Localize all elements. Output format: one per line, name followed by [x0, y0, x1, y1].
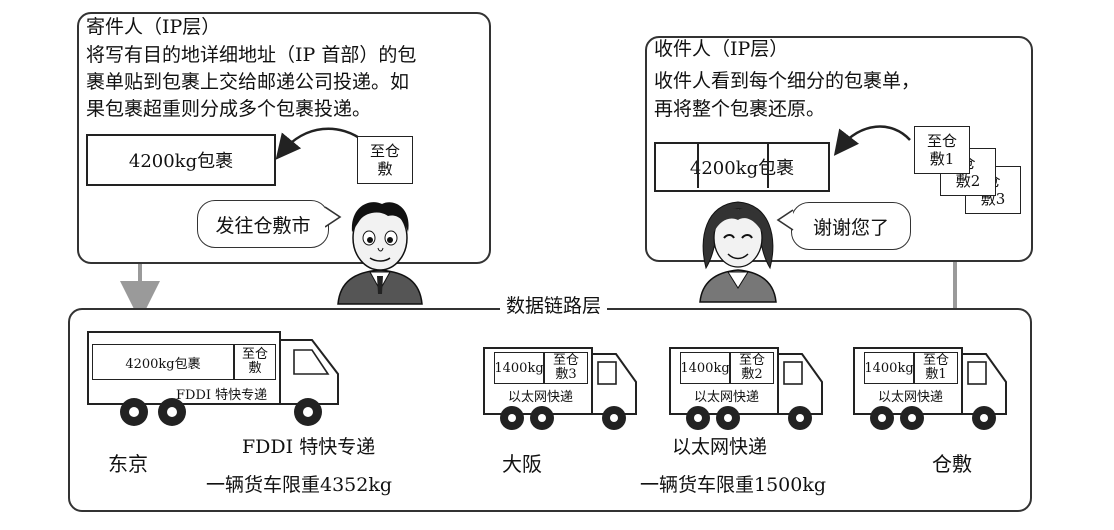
- receiver-desc-line: 再将整个包裹还原。: [654, 98, 826, 120]
- receiver-address-label-1: 至仓 敷1: [914, 126, 970, 174]
- note-line: 至仓: [926, 132, 957, 150]
- note-line: 至仓: [738, 353, 765, 369]
- truck-address-label: 至仓 敷3: [544, 352, 588, 384]
- sender-bubble-tail: [325, 206, 342, 228]
- note-line: 至仓: [922, 353, 949, 369]
- note-line: 至仓: [552, 353, 579, 369]
- receiver-speech-bubble: 谢谢您了: [791, 202, 911, 250]
- truck-middle: 1400kg 至仓 敷2 以太网快递: [668, 346, 828, 430]
- receiver-desc-line: 收件人看到每个细分的包裹单，: [654, 70, 921, 92]
- truck-address-label: 至仓 敷2: [730, 352, 774, 384]
- truck-address-label: 至仓 敷1: [914, 352, 958, 384]
- sender-curved-arrow: [275, 127, 366, 160]
- truck-cargo: 1400kg: [680, 352, 730, 384]
- sender-person-icon: [337, 202, 423, 305]
- sender-speech-text: 发往仓敷市: [215, 214, 311, 237]
- receiver-person-icon: [699, 201, 777, 303]
- route1-name: FDDI 特快专递: [242, 436, 376, 458]
- receiver-title: 收件人（IP层）: [654, 38, 789, 60]
- receiver-speech-text: 谢谢您了: [812, 216, 889, 239]
- sender-desc-line: 果包裹超重则分成多个包裹投递。: [86, 98, 372, 120]
- note-line: 敷2: [955, 172, 981, 190]
- sender-package-label: 4200kg包裹: [128, 151, 234, 172]
- receiver-description: 收件人看到每个细分的包裹单， 再将整个包裹还原。: [654, 67, 920, 123]
- cargo-label: 1400kg: [864, 360, 914, 376]
- truck-company-label: FDDI 特快专递: [176, 388, 268, 403]
- receiver-package-dividers: [697, 142, 769, 188]
- receiver-package-box: 4200kg包裹: [654, 142, 830, 192]
- note-line: 至仓: [241, 346, 268, 362]
- truck-kurashiki: 1400kg 至仓 敷1 以太网快递: [852, 346, 1012, 430]
- cargo-label: 1400kg: [494, 360, 544, 376]
- truck-company-label: 以太网快递: [508, 390, 574, 405]
- cargo-label: 1400kg: [680, 360, 730, 376]
- note-line: 敷: [248, 361, 262, 376]
- truck-company-label: 以太网快递: [878, 390, 944, 405]
- sender-package-box: 4200kg包裹: [86, 134, 276, 186]
- receiver-curved-arrow: [833, 125, 911, 156]
- truck-osaka: 1400kg 至仓 敷3 以太网快递: [482, 346, 642, 430]
- truck-cargo: 1400kg: [494, 352, 544, 384]
- sender-address-label: 至仓 敷: [357, 136, 413, 184]
- route2-limit: 一辆货车限重1500kg: [640, 474, 827, 496]
- note-line: 敷: [377, 160, 393, 178]
- truck-company-label: 以太网快递: [694, 390, 760, 405]
- sender-desc-line: 将写有目的地详细地址（IP 首部）的包: [86, 44, 417, 66]
- sender-title: 寄件人（IP层）: [86, 16, 221, 38]
- city-kurashiki: 仓敷: [932, 452, 972, 476]
- sender-description: 将写有目的地详细地址（IP 首部）的包 裹单贴到包裹上交给邮递公司投递。如 果包…: [86, 42, 416, 123]
- datalink-title: 数据链路层: [500, 295, 608, 319]
- note-line: 敷2: [741, 367, 763, 382]
- truck-tokyo: 4200kg包裹 至仓 敷 FDDI 特快专递: [86, 330, 346, 430]
- receiver-bubble-tail: [776, 209, 794, 231]
- route1-limit: 一辆货车限重4352kg: [206, 474, 393, 496]
- truck-address-label: 至仓 敷: [234, 344, 276, 380]
- sender-speech-bubble: 发往仓敷市: [197, 200, 329, 248]
- city-osaka: 大阪: [502, 452, 542, 476]
- city-tokyo: 东京: [108, 452, 148, 476]
- sender-desc-line: 裹单贴到包裹上交给邮递公司投递。如: [86, 71, 410, 93]
- route2-name: 以太网快递: [672, 436, 768, 458]
- note-line: 敷3: [555, 367, 577, 382]
- cargo-label: 4200kg包裹: [125, 356, 201, 372]
- note-line: 至仓: [369, 142, 400, 160]
- truck-cargo: 1400kg: [864, 352, 914, 384]
- note-line: 敷1: [925, 367, 947, 382]
- note-line: 敷1: [929, 150, 955, 168]
- truck-cargo: 4200kg包裹: [92, 344, 234, 380]
